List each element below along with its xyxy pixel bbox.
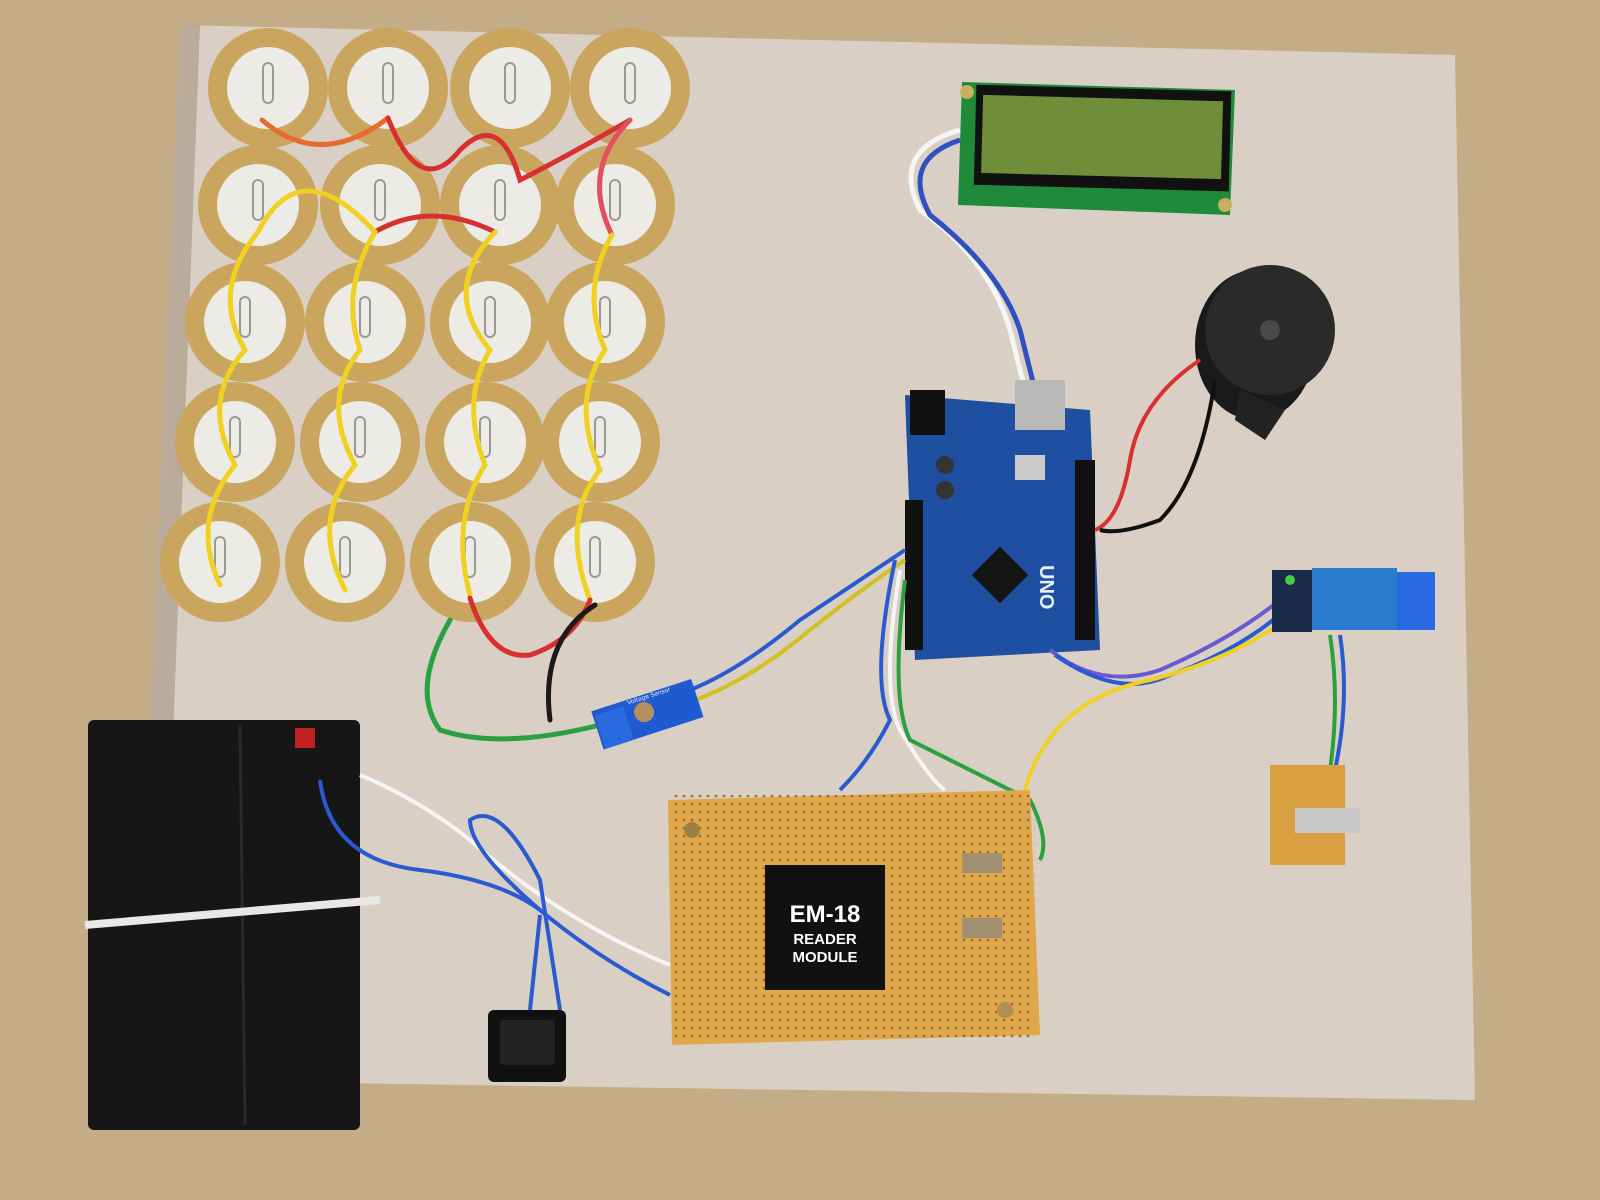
arduino-uno-board: UNO [905, 380, 1100, 660]
arduino-label: UNO [1035, 565, 1057, 609]
header-pins [905, 500, 923, 650]
buzzer-red-wire [1094, 358, 1202, 532]
voltage-sensor-module: Voltage Sensor [591, 678, 704, 750]
capacitor [962, 853, 1002, 873]
piezo-disc [440, 145, 560, 265]
microcontroller-chip [971, 546, 1029, 604]
positive-terminal [295, 728, 315, 748]
relay-terminal [1397, 572, 1435, 630]
piezo-disc [555, 145, 675, 265]
yellow-wire [255, 188, 378, 235]
piezo-disc [175, 382, 295, 502]
battery-wires [318, 773, 671, 1011]
lcd-screen [981, 94, 1224, 180]
header-pins [1075, 460, 1095, 640]
dc-jack [910, 390, 945, 435]
em18-line1: READER [793, 931, 857, 948]
screw-terminal [594, 706, 635, 749]
piezo-disc [320, 145, 440, 265]
yellow-wire [327, 229, 378, 593]
em18-reader-module [765, 865, 885, 990]
piezo-disc [285, 502, 405, 622]
green-wire [424, 617, 603, 742]
usb-charging-board [1270, 765, 1360, 865]
lcd-white-wire [908, 127, 1028, 391]
piezo-disc [160, 502, 280, 622]
piezo-disc [198, 145, 318, 265]
perfboard: EM-18 READER MODULE [668, 790, 1040, 1045]
piezo-wiring [205, 115, 633, 742]
yellow-wire [205, 229, 261, 588]
relay-module [1272, 568, 1435, 632]
capacitor [962, 918, 1002, 938]
cable-tie [84, 896, 381, 929]
yellow-wire [574, 232, 615, 603]
em18-line2: MODULE [793, 949, 858, 966]
em18-title: EM-18 [790, 901, 861, 928]
arduino-cables [689, 548, 1346, 861]
red-wire [372, 213, 498, 235]
orange-wire [259, 115, 391, 147]
lcd-blue-wire [917, 137, 1038, 391]
buzzer [1195, 265, 1335, 440]
yellow-wire [460, 229, 498, 598]
piezo-disc [208, 28, 328, 148]
red-wire [385, 115, 633, 184]
piezo-disc [535, 502, 655, 622]
piezo-disc [430, 262, 550, 382]
red-wire [597, 117, 633, 238]
rocker-switch[interactable] [488, 1010, 566, 1082]
buzzer-black-wire [1099, 379, 1217, 534]
piezo-disc [570, 28, 690, 148]
piezo-array [160, 28, 690, 622]
piezo-disc [410, 502, 530, 622]
piezo-disc [185, 262, 305, 382]
usb-b-port [1015, 380, 1065, 430]
piezo-disc [305, 262, 425, 382]
piezo-disc [300, 382, 420, 502]
lcd-display [958, 82, 1235, 215]
piezo-disc [450, 28, 570, 148]
piezo-disc [328, 28, 448, 148]
red-wire [467, 595, 593, 658]
piezo-disc [545, 262, 665, 382]
usb-port [1295, 808, 1360, 833]
piezo-disc [425, 382, 545, 502]
battery [84, 720, 381, 1130]
piezo-disc [540, 382, 660, 502]
black-wire [545, 602, 598, 723]
